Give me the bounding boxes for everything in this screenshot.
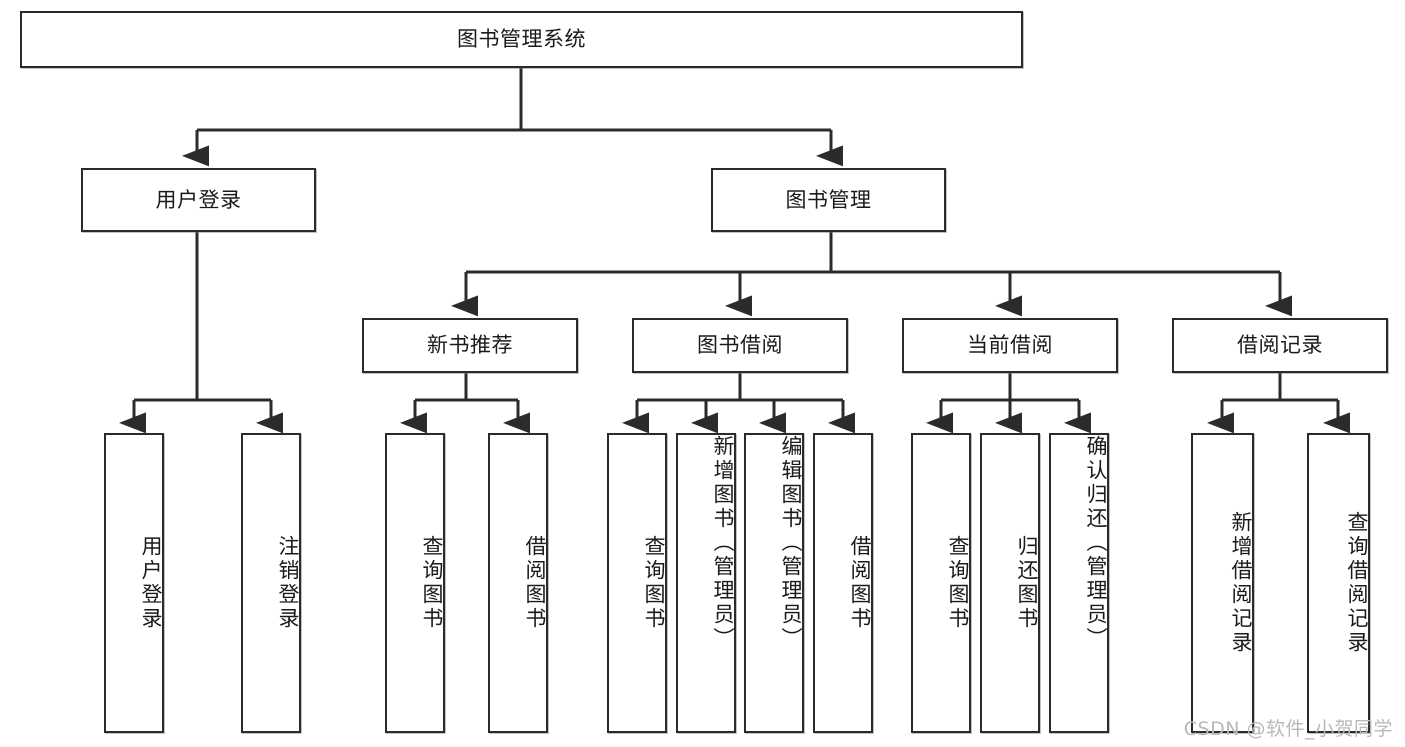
leaf-query-book-current[interactable]: 查询图书 bbox=[911, 433, 971, 733]
node-label: 当前借阅 bbox=[967, 333, 1053, 358]
leaf-edit-book-admin[interactable]: 编辑图书（管理员） bbox=[744, 433, 804, 733]
node-label: 用户登录 bbox=[155, 187, 242, 212]
node-user-login[interactable]: 用户登录 bbox=[81, 168, 316, 232]
node-label: 借阅记录 bbox=[1237, 333, 1323, 358]
node-label: 查询图书 bbox=[946, 535, 970, 631]
node-current-borrow[interactable]: 当前借阅 bbox=[902, 318, 1118, 373]
node-label: 注销登录 bbox=[276, 535, 300, 631]
leaf-query-book-newbook[interactable]: 查询图书 bbox=[385, 433, 445, 733]
node-label: 新增借阅记录 bbox=[1229, 511, 1253, 655]
node-label: 图书管理 bbox=[785, 187, 872, 212]
leaf-logout[interactable]: 注销登录 bbox=[241, 433, 301, 733]
leaf-borrow-book-newbook[interactable]: 借阅图书 bbox=[488, 433, 548, 733]
node-label: 图书借阅 bbox=[697, 333, 783, 358]
node-book-borrow[interactable]: 图书借阅 bbox=[632, 318, 848, 373]
node-label: 借阅图书 bbox=[848, 535, 872, 631]
leaf-return-book[interactable]: 归还图书 bbox=[980, 433, 1040, 733]
node-label: 用户登录 bbox=[139, 535, 163, 631]
watermark-text: CSDN @软件_小贺同学 bbox=[1183, 718, 1393, 740]
leaf-borrow-book[interactable]: 借阅图书 bbox=[813, 433, 873, 733]
node-label: 归还图书 bbox=[1015, 535, 1039, 631]
leaf-query-borrow-record[interactable]: 查询借阅记录 bbox=[1307, 433, 1370, 733]
node-root-system[interactable]: 图书管理系统 bbox=[20, 11, 1023, 68]
leaf-add-book-admin[interactable]: 新增图书（管理员） bbox=[676, 433, 736, 733]
node-new-book-recommend[interactable]: 新书推荐 bbox=[362, 318, 578, 373]
node-label: 确认归还（管理员） bbox=[1084, 435, 1108, 651]
leaf-query-book-borrow[interactable]: 查询图书 bbox=[607, 433, 667, 733]
node-label: 新增图书（管理员） bbox=[711, 435, 735, 651]
node-label: 查询借阅记录 bbox=[1345, 511, 1369, 655]
node-label: 借阅图书 bbox=[523, 535, 547, 631]
node-label: 新书推荐 bbox=[427, 333, 513, 358]
node-label: 查询图书 bbox=[642, 535, 666, 631]
node-borrow-record[interactable]: 借阅记录 bbox=[1172, 318, 1388, 373]
node-label: 查询图书 bbox=[420, 535, 444, 631]
node-book-management[interactable]: 图书管理 bbox=[711, 168, 946, 232]
leaf-user-login[interactable]: 用户登录 bbox=[104, 433, 164, 733]
node-label: 编辑图书（管理员） bbox=[779, 435, 803, 651]
leaf-add-borrow-record[interactable]: 新增借阅记录 bbox=[1191, 433, 1254, 733]
node-label: 图书管理系统 bbox=[457, 27, 586, 52]
leaf-confirm-return-admin[interactable]: 确认归还（管理员） bbox=[1049, 433, 1109, 733]
